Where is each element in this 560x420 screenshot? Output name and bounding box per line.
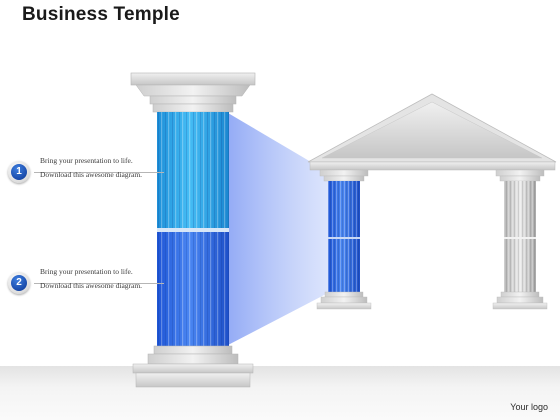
step-number-2: 2 (11, 275, 27, 291)
projection-beam (228, 113, 328, 345)
step-item-2: 2 Bring your presentation to life. Downl… (8, 267, 168, 302)
main-pillar (130, 72, 256, 388)
step-badge-1: 1 (8, 161, 30, 183)
step-text-line-1: Bring your presentation to life. (40, 267, 133, 276)
step-connector-line-1 (34, 172, 164, 173)
temple (307, 93, 557, 310)
temple-column-grey (492, 169, 548, 310)
step-badge-2: 2 (8, 272, 30, 294)
step-connector-line-2 (34, 283, 164, 284)
step-text-line-1: Bring your presentation to life. (40, 156, 133, 165)
step-text-line-2: Download this awesome diagram. (40, 281, 143, 290)
step-item-1: 1 Bring your presentation to life. Downl… (8, 156, 168, 191)
slide-title: Business Temple (22, 4, 180, 25)
temple-column-blue (316, 169, 372, 310)
floor (0, 366, 560, 420)
step-text-line-2: Download this awesome diagram. (40, 170, 143, 179)
step-number-1: 1 (11, 164, 27, 180)
logo-text: Your logo (510, 402, 548, 412)
